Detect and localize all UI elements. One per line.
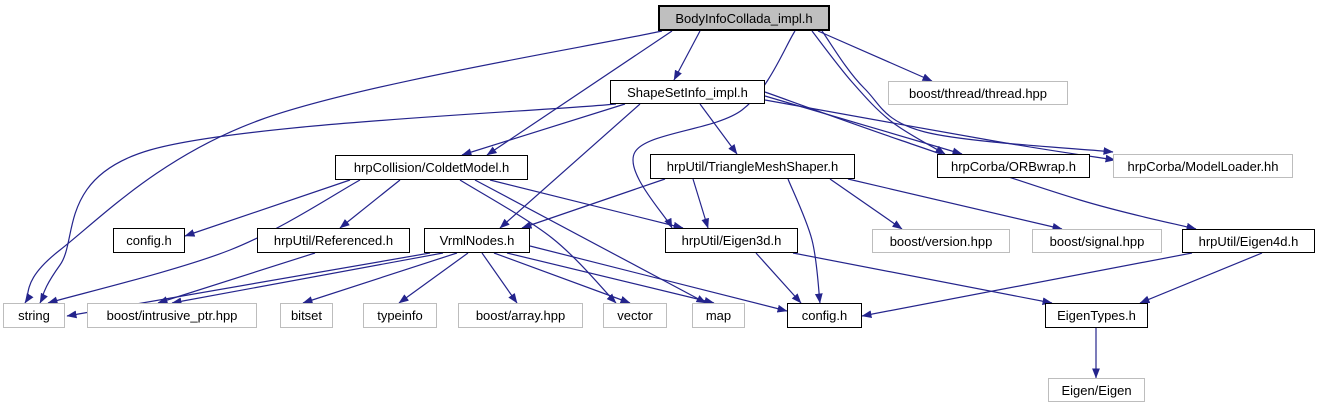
graph-node-map: map bbox=[692, 303, 745, 328]
edge-referenced-to-intrusive bbox=[157, 252, 316, 304]
graph-node-eigen4d[interactable]: hrpUtil/Eigen4d.h bbox=[1182, 229, 1315, 253]
edge-tms-to-version bbox=[829, 178, 903, 230]
edge-vrml-to-array bbox=[481, 252, 518, 304]
edge-vrml-to-vector bbox=[493, 252, 631, 304]
graph-node-signal: boost/signal.hpp bbox=[1032, 229, 1162, 253]
graph-node-orbwrap[interactable]: hrpCorba/ORBwrap.h bbox=[937, 154, 1090, 178]
graph-node-vector: vector bbox=[603, 303, 667, 328]
graph-node-tms[interactable]: hrpUtil/TriangleMeshShaper.h bbox=[650, 154, 855, 179]
graph-node-eigeneigen: Eigen/Eigen bbox=[1048, 378, 1145, 402]
graph-node-coldet[interactable]: hrpCollision/ColdetModel.h bbox=[335, 155, 528, 180]
edge-coldet-to-string bbox=[47, 179, 361, 305]
edge-root-to-string bbox=[24, 30, 663, 304]
edge-eigen4d-to-config_bottom bbox=[861, 252, 1193, 319]
graph-node-config_left[interactable]: config.h bbox=[113, 228, 185, 253]
edge-root-to-orbwrap bbox=[811, 30, 946, 155]
edge-coldet-to-vector bbox=[459, 179, 617, 304]
graph-node-array: boost/array.hpp bbox=[458, 303, 583, 328]
graph-node-eigentypes[interactable]: EigenTypes.h bbox=[1045, 303, 1148, 328]
edge-eigen3d-to-config_bottom bbox=[755, 252, 802, 304]
graph-node-config_bottom[interactable]: config.h bbox=[787, 303, 862, 328]
edge-root-to-ssi bbox=[673, 30, 701, 81]
edge-ssi-to-string bbox=[39, 103, 617, 304]
edge-eigen3d-to-eigentypes bbox=[792, 252, 1053, 306]
graph-node-eigen3d[interactable]: hrpUtil/Eigen3d.h bbox=[665, 228, 798, 253]
edge-ssi-to-vrml bbox=[499, 103, 641, 229]
edge-ssi-to-tms bbox=[699, 103, 738, 155]
graph-node-typeinfo: typeinfo bbox=[363, 303, 437, 328]
edge-root-to-eigen3d bbox=[632, 30, 796, 229]
edge-root-to-modelloader bbox=[821, 30, 1114, 155]
edge-root-to-thread bbox=[817, 30, 933, 82]
edge-eigen4d-to-eigentypes bbox=[1139, 252, 1263, 304]
graph-node-vrml[interactable]: VrmlNodes.h bbox=[424, 228, 530, 253]
edge-ssi-to-coldet bbox=[461, 103, 626, 156]
edge-tms-to-signal bbox=[847, 178, 1063, 231]
edge-coldet-to-config_left bbox=[184, 179, 351, 237]
edge-coldet-to-map bbox=[474, 179, 707, 304]
edge-tms-to-config_bottom bbox=[787, 178, 823, 304]
edge-tms-to-eigen3d bbox=[692, 178, 709, 229]
graph-node-modelloader: hrpCorba/ModelLoader.hh bbox=[1113, 154, 1293, 178]
graph-node-bitset: bitset bbox=[280, 303, 333, 328]
edge-vrml-to-typeinfo bbox=[398, 252, 469, 304]
edge-vrml-to-config_bottom bbox=[529, 245, 788, 313]
graph-node-version: boost/version.hpp bbox=[872, 229, 1010, 253]
edge-vrml-to-bitset bbox=[302, 252, 458, 304]
edge-tms-to-vrml bbox=[521, 178, 666, 229]
graph-node-string: string bbox=[3, 303, 65, 328]
graph-node-thread: boost/thread/thread.hpp bbox=[888, 81, 1068, 105]
graph-node-root: BodyInfoCollada_impl.h bbox=[658, 5, 830, 31]
edge-coldet-to-referenced bbox=[339, 179, 401, 229]
edge-vrml-to-map bbox=[506, 252, 715, 305]
edge-vrml-to-intrusive bbox=[171, 252, 444, 306]
edge-root-to-coldet bbox=[486, 30, 673, 156]
graph-node-intrusive: boost/intrusive_ptr.hpp bbox=[87, 303, 257, 328]
graph-node-referenced[interactable]: hrpUtil/Referenced.h bbox=[257, 228, 410, 253]
edge-coldet-to-eigen3d bbox=[489, 179, 684, 230]
graph-node-ssi[interactable]: ShapeSetInfo_impl.h bbox=[610, 80, 765, 104]
